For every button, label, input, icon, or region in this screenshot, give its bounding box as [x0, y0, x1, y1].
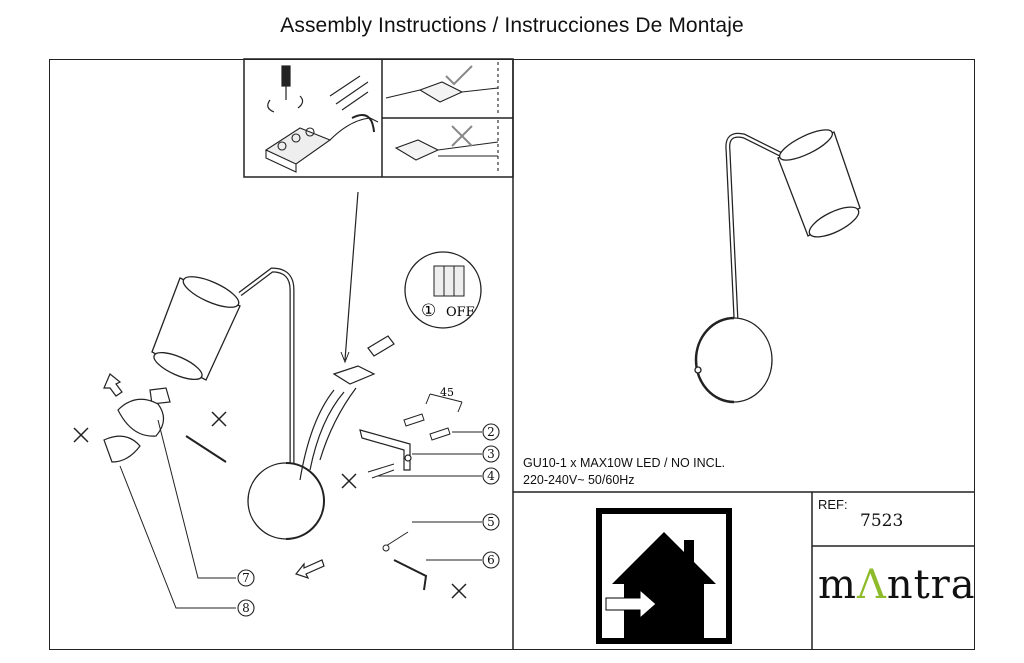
spec-line-1: GU10-1 x MAX10W LED / NO INCL. — [523, 456, 726, 470]
assembled-lamp — [694, 129, 861, 404]
page-title: Assembly Instructions / Instrucciones De… — [280, 14, 744, 37]
junction-box — [299, 335, 395, 481]
cross-icon — [451, 125, 473, 147]
off-label: OFF — [446, 305, 475, 320]
allen-key-icon — [393, 559, 428, 591]
indoor-use-icon — [596, 508, 732, 644]
step-number: ① — [421, 301, 436, 321]
callout-3: 3 — [487, 447, 495, 461]
callout-5: 5 — [487, 515, 495, 529]
terminal-block-icon — [264, 75, 379, 173]
exploded-lamp — [151, 267, 326, 540]
callout-2: 2 — [487, 425, 495, 439]
wall-plug-icon — [403, 413, 451, 441]
callout-6: 6 — [487, 553, 495, 567]
junction-block-wrong — [394, 120, 499, 174]
dimension-value: 45 — [440, 386, 454, 399]
lamp-shade-icon — [103, 435, 141, 463]
ref-label: REF: — [818, 497, 848, 512]
callout-4: 4 — [487, 469, 495, 483]
breaker-icon — [433, 265, 465, 297]
callout-circles — [237, 423, 500, 617]
rotation-symbol-icon — [73, 411, 467, 599]
panel-dividers — [243, 58, 975, 650]
brand-right: ntra — [886, 562, 976, 608]
callout-8: 8 — [242, 601, 250, 615]
allen-key-icon-2 — [185, 435, 227, 463]
junction-block-correct — [385, 62, 499, 116]
callout-leaders — [119, 419, 482, 609]
brand-left: m — [818, 562, 857, 608]
screw-icon — [367, 463, 409, 552]
brand-logo: mΛntra — [818, 562, 976, 608]
arrow-icon — [103, 373, 325, 580]
brand-accent: Λ — [856, 562, 887, 608]
bulb-icon — [117, 387, 171, 437]
check-icon — [445, 65, 473, 86]
screwdriver-icon — [267, 65, 304, 113]
callout-7: 7 — [242, 571, 250, 585]
ref-value: 7523 — [860, 511, 904, 531]
spec-line-2: 220-240V~ 50/60Hz — [523, 473, 635, 487]
spec-block: GU10-1 x MAX10W LED / NO INCL. 220-240V~… — [523, 455, 725, 489]
mounting-bracket — [359, 429, 412, 471]
dimension-marker — [425, 393, 463, 413]
